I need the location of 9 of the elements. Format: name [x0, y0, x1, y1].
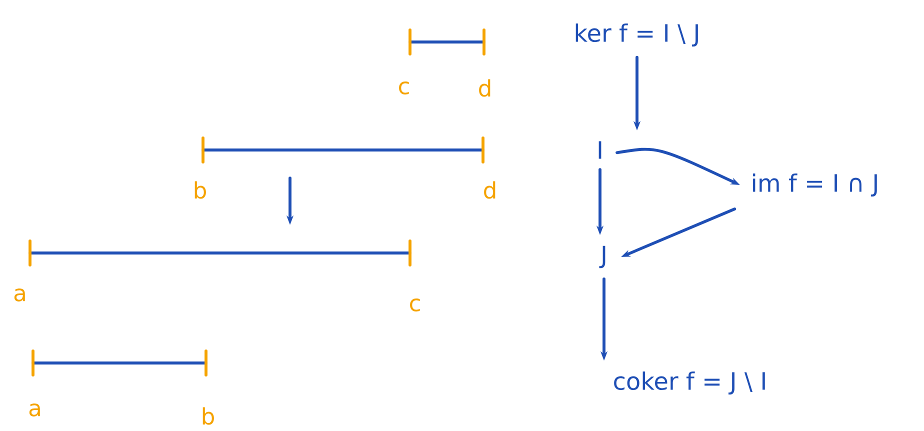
interval-drawing: a c — [14, 240, 420, 312]
interval-drawing: c d — [399, 28, 490, 97]
formula-text: im f = I ∩ J — [753, 173, 877, 197]
formula-text: ker f = I \ J — [576, 23, 698, 47]
formula-text: J — [599, 246, 606, 268]
formula-text: I — [598, 141, 602, 159]
interval-drawing: b d — [194, 136, 496, 199]
interval-drawing: a b — [29, 350, 214, 425]
formula-text: coker f = J \ I — [614, 371, 765, 395]
